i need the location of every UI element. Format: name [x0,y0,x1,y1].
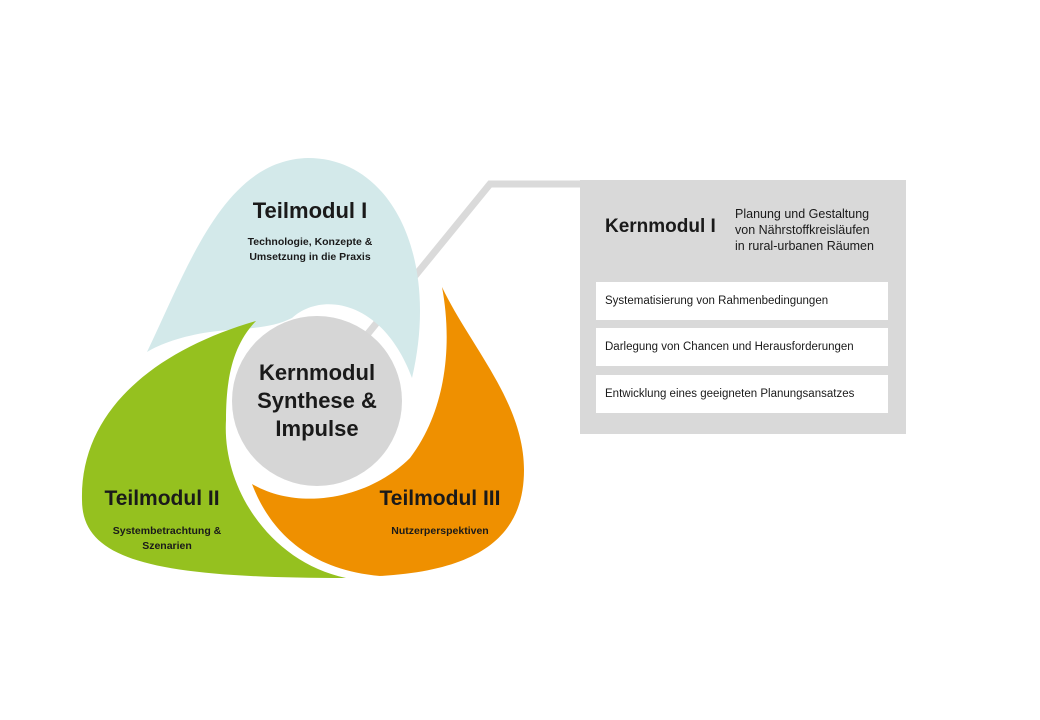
panel-item: Darlegung von Chancen und Herausforderun… [596,328,888,366]
teilmodul-3-title: Teilmodul III [379,487,501,510]
description-line: in rural-urbanen Räumen [735,239,874,253]
teilmodul-1-petal [147,158,421,378]
teilmodul-2-petal [81,321,346,578]
teilmodul-2-subtitle-line: Szenarien [142,540,192,552]
core-module-line: Impulse [275,416,359,441]
kernmodul-panel-description: Planung und Gestaltung von Nährstoffkrei… [735,206,874,254]
teilmodul-1-subtitle-line: Umsetzung in die Praxis [249,251,371,263]
panel-item: Entwicklung eines geeigneten Planungsans… [596,375,888,413]
core-module-line: Kernmodul [258,360,376,385]
teilmodul-2-subtitle: Systembetrachtung & Szenarien [92,524,242,554]
teilmodul-1-subtitle-line: Technologie, Konzepte & [247,236,373,248]
teilmodul-3-subtitle: Nutzerperspektiven [360,524,520,539]
description-line: von Nährstoffkreisläufen [735,223,870,237]
panel-item: Systematisierung von Rahmenbedingungen [596,282,888,320]
teilmodul-3-subtitle-line: Nutzerperspektiven [391,525,489,537]
core-module-line: Synthese & [257,388,377,413]
teilmodul-3-petal [252,287,524,576]
teilmodul-1-title: Teilmodul I [252,198,368,223]
core-module-circle: Kernmodul Synthese & Impulse [232,316,402,486]
teilmodul-1-subtitle: Technologie, Konzepte & Umsetzung in die… [210,235,410,265]
teilmodul-2-title: Teilmodul II [104,487,220,510]
description-line: Planung und Gestaltung [735,207,870,221]
teilmodul-2-subtitle-line: Systembetrachtung & [112,525,222,537]
kernmodul-panel-title: Kernmodul I [605,216,716,237]
kernmodul-panel: Kernmodul I Planung und Gestaltung von N… [580,180,906,434]
